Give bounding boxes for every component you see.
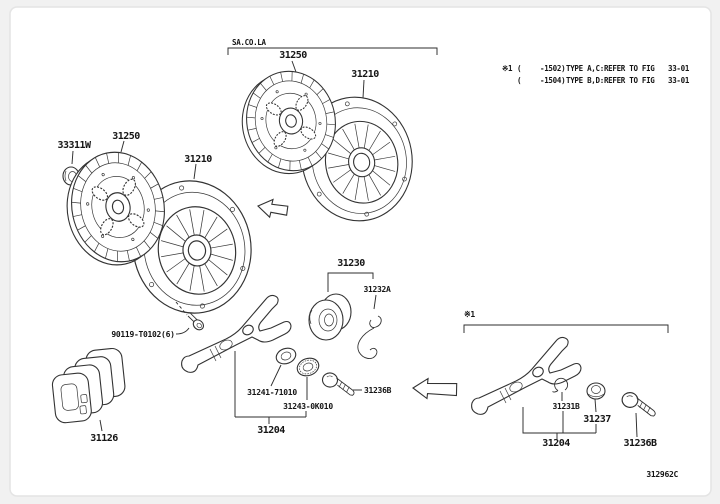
part-label-cover-top[interactable]: 31210 bbox=[351, 69, 380, 80]
leader-bushing-left bbox=[71, 150, 74, 165]
part-label-disc-left[interactable]: 31250 bbox=[112, 131, 141, 142]
part-label-ring-inner[interactable]: 31241-71010 bbox=[247, 388, 297, 397]
fig-ref-link[interactable]: 33-01 bbox=[668, 76, 690, 85]
part-label-boot-right[interactable]: 31237 bbox=[583, 414, 612, 425]
fork-right-bracket bbox=[522, 407, 597, 439]
bearing-clip-drawing bbox=[357, 315, 382, 359]
hub-bearing-drawing bbox=[296, 357, 320, 377]
part-label-damper[interactable]: 31126 bbox=[90, 433, 119, 444]
part-label-hub-bearing[interactable]: 31243-0K010 bbox=[283, 402, 333, 411]
leader-bolt-set bbox=[175, 327, 190, 335]
damper-stack-drawing bbox=[51, 347, 126, 424]
leader-disc-left bbox=[120, 140, 125, 153]
part-label-cover-left[interactable]: 31210 bbox=[184, 154, 213, 165]
part-label-pivot-mid[interactable]: 31236B bbox=[364, 386, 392, 395]
variant-bracket-label: ※1 bbox=[464, 310, 475, 319]
fork-boot-drawing bbox=[586, 382, 606, 400]
leader-damper bbox=[99, 419, 103, 432]
fig-ref-link[interactable]: 33-01 bbox=[668, 64, 690, 73]
figure-code: 312962C bbox=[646, 470, 678, 479]
part-label-fork-right[interactable]: 31204 bbox=[542, 438, 571, 449]
ring-inner-drawing bbox=[275, 347, 297, 365]
leader-disc-top bbox=[291, 60, 297, 73]
part-label-bushing-left[interactable]: 33311W bbox=[57, 140, 92, 151]
leader-cover-top bbox=[362, 79, 365, 99]
leader-cover-left bbox=[193, 163, 197, 180]
part-label-clip-bearing[interactable]: 31232A bbox=[363, 285, 391, 294]
part-label-clip-right[interactable]: 31231B bbox=[552, 402, 580, 411]
variant-bracket bbox=[463, 324, 669, 333]
leader-clip-bearing bbox=[373, 294, 377, 310]
part-label-disc-top[interactable]: 31250 bbox=[279, 50, 308, 61]
assembly-bracket-label: SA.CO.LA bbox=[232, 38, 267, 47]
arrow-left-icon bbox=[412, 377, 458, 400]
bolt-dashed-leader bbox=[175, 301, 188, 316]
leader-boot-right bbox=[594, 398, 597, 413]
part-label-fork-mid[interactable]: 31204 bbox=[257, 425, 286, 436]
bearing-bracket bbox=[327, 272, 374, 292]
fork-mid-bracket bbox=[234, 351, 307, 424]
arrow-left-icon bbox=[257, 198, 289, 219]
leader-ring-inner bbox=[270, 364, 282, 387]
part-label-bolt-set[interactable]: 90119-T0102(6) bbox=[111, 330, 175, 339]
leader-pivot-right bbox=[635, 412, 638, 438]
note-marker: ※1 bbox=[502, 64, 513, 73]
assembly-bracket bbox=[227, 47, 438, 55]
fork-clip-drawing bbox=[552, 377, 569, 393]
part-label-bearing[interactable]: 31230 bbox=[337, 258, 366, 269]
part-label-pivot-right[interactable]: 31236B bbox=[623, 438, 657, 449]
